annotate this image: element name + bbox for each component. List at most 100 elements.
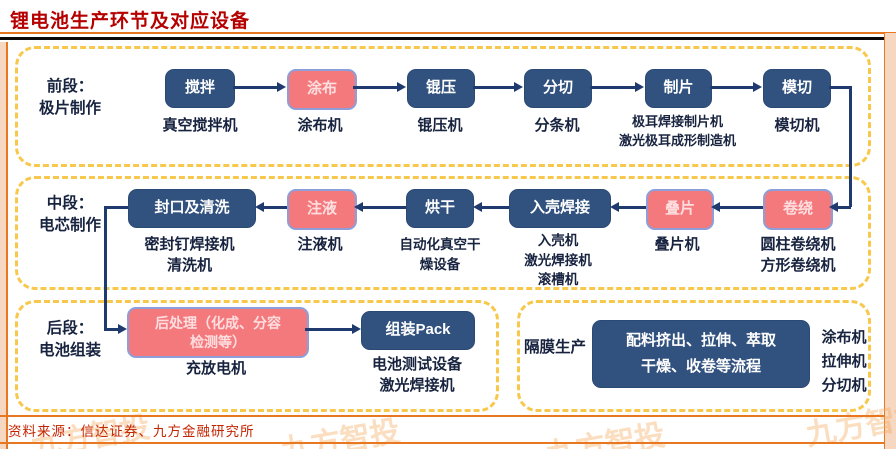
equipment-line: 拉伸机 [821, 354, 867, 370]
step-box-mixing: 搅拌 [165, 69, 235, 108]
flow-arrow-head [352, 324, 361, 334]
step-name: 模切 [781, 79, 812, 97]
equipment-line: 圆柱卷绕机 [760, 237, 836, 253]
step-box-slitting: 分切 [524, 69, 592, 108]
step-name: 烘干 [424, 199, 455, 217]
equipment-line: 叠片机 [654, 237, 700, 253]
equipment-label: 密封钉焊接机 清洗机 [132, 235, 247, 277]
stage-label-line: 极片制作 [38, 100, 101, 118]
equipment-line: 锟压机 [417, 118, 463, 134]
step-name-line: 干燥、收卷等流程 [640, 358, 761, 375]
step-box-drying: 烘干 [406, 189, 474, 228]
equipment-label: 涂布机 [276, 116, 364, 137]
step-name: 封口及清洗 [154, 199, 230, 217]
panel-front-stage [15, 46, 871, 167]
flow-arrow-head [397, 82, 406, 92]
flow-arrow-line [473, 86, 514, 89]
right-margin-strip [885, 33, 896, 449]
step-name: 入壳焊接 [529, 199, 590, 217]
panel-middle-stage [15, 176, 871, 290]
connector-line [829, 86, 851, 89]
equipment-label: 分条机 [513, 116, 601, 137]
equipment-line: 清洗机 [166, 258, 212, 274]
step-box-electrolyte-filling: 注液 [287, 189, 357, 230]
connector-line [838, 206, 851, 209]
flow-arrow-head [277, 82, 286, 92]
flow-arrow-line [720, 206, 763, 209]
equipment-line: 涂布机 [297, 118, 343, 134]
equipment-line: 入壳机 [537, 233, 579, 248]
step-name: 分切 [542, 79, 573, 97]
source-note: 资料来源：信达证券、九方金融研究所 [8, 424, 255, 439]
flow-arrow-line [353, 86, 397, 89]
figure-title: 锂电池生产环节及对应设备 [10, 11, 251, 32]
step-name: 组装Pack [385, 321, 451, 339]
left-margin-strip [0, 42, 6, 449]
flow-arrow-line [590, 86, 635, 89]
step-box-casing-welding: 入壳焊接 [509, 189, 611, 228]
flow-arrow-head [753, 82, 762, 92]
step-name: 制片 [663, 79, 694, 97]
equipment-line: 充放电机 [185, 361, 246, 377]
top-orange-rule [0, 32, 896, 34]
flow-arrow-head [255, 202, 264, 212]
stage-label-front: 前段： 极片制作 [20, 76, 120, 121]
bottom-rule-lower [0, 442, 884, 444]
step-box-pack-assembly: 组装Pack [361, 311, 475, 350]
equipment-label: 入壳机 激光焊接机 滚槽机 [508, 231, 608, 290]
equipment-label: 注液机 [276, 235, 364, 256]
stage-label-back: 后段： 电池组装 [20, 318, 120, 363]
equipment-line: 方形卷绕机 [760, 258, 836, 274]
panel-separator-production [517, 300, 871, 412]
flow-arrow-line [233, 86, 277, 89]
equipment-line: 激光焊接机 [524, 252, 592, 268]
connector-line [104, 328, 118, 331]
equipment-label: 真空搅拌机 [144, 116, 256, 137]
flow-arrow-line [619, 206, 646, 209]
flow-arrow-line [305, 328, 352, 331]
equipment-line: 注液机 [297, 237, 343, 253]
equipment-line: 分条机 [534, 118, 580, 134]
flow-arrow-line [482, 206, 509, 209]
step-name: 锟压 [425, 79, 456, 97]
connector-line [104, 206, 107, 330]
flow-arrow-head [514, 82, 523, 92]
stage-label-separator: 隔膜生产 [518, 337, 592, 359]
left-margin-border [6, 42, 8, 449]
step-name-line: 后处理（化成、分容 [155, 314, 281, 331]
equipment-label: 叠片机 [633, 235, 721, 256]
step-name: 搅拌 [184, 79, 215, 97]
equipment-line: 电池测试设备 [371, 357, 462, 373]
flow-arrow-head [635, 82, 644, 92]
equipment-label: 锟压机 [396, 116, 484, 137]
stage-label-line: 隔膜生产 [523, 339, 586, 356]
step-box-sheet-making: 制片 [645, 69, 712, 108]
connector-line [105, 206, 128, 209]
equipment-label: 极耳焊接制片机 激光极耳成形制造机 [605, 113, 750, 151]
step-name: 注液 [306, 200, 337, 218]
equipment-line: 模切机 [774, 118, 820, 134]
step-box-die-cutting: 模切 [763, 69, 831, 108]
step-name: 叠片 [664, 200, 695, 218]
equipment-label: 涂布机 拉伸机 分切机 [813, 326, 875, 398]
bottom-rule-upper [0, 415, 884, 417]
flow-arrow-head [610, 202, 619, 212]
equipment-label: 圆柱卷绕机 方形卷绕机 [744, 235, 852, 277]
equipment-label: 充放电机 [152, 359, 280, 380]
equipment-line: 自动化真空干 [399, 237, 481, 252]
step-box-post-processing: 后处理（化成、分容 检测等） [127, 307, 309, 358]
flow-arrow-line [710, 86, 753, 89]
flow-arrow-head [354, 202, 363, 212]
equipment-line: 极耳焊接制片机 [631, 114, 723, 129]
step-box-sealing-cleaning: 封口及清洗 [128, 189, 256, 228]
title-underline [0, 37, 896, 40]
equipment-label: 电池测试设备 激光焊接机 [356, 355, 478, 397]
stage-label-middle: 中段： 电芯制作 [20, 193, 120, 238]
step-name: 涂布 [306, 80, 337, 98]
equipment-label: 自动化真空干 燥设备 [390, 235, 490, 274]
step-box-roll-pressing: 锟压 [407, 69, 475, 108]
flow-arrow-line [264, 206, 287, 209]
stage-label-line: 电池组装 [38, 342, 101, 360]
flow-arrow-head [711, 202, 720, 212]
